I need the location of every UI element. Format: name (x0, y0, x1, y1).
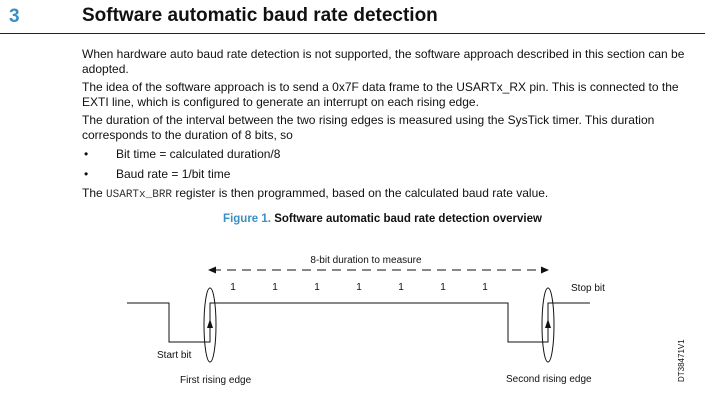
bullet-glyph: • (84, 166, 89, 181)
section-title: Software automatic baud rate detection (82, 5, 438, 26)
first-edge-marker (203, 287, 217, 363)
first-edge-label: First rising edge (180, 375, 252, 386)
bullet-text: Baud rate = 1/bit time (116, 166, 231, 181)
section-number: 3 (9, 6, 20, 27)
bit-value: 1 (482, 282, 488, 293)
bit-value: 1 (440, 282, 446, 293)
first-edge-up-arrow (207, 319, 213, 328)
second-edge-up-arrow (545, 319, 551, 328)
bit-values: 1 1 1 1 1 1 1 (230, 282, 488, 293)
body-text: When hardware auto baud rate detection i… (82, 47, 694, 206)
measure-label: 8-bit duration to measure (310, 255, 422, 266)
signal-waveform (127, 302, 590, 343)
measure-arrow-right (541, 266, 549, 274)
heading-rule (0, 33, 705, 34)
figure-title: Software automatic baud rate detection o… (274, 213, 542, 225)
paragraph-idea: The idea of the software approach is to … (82, 79, 679, 110)
bit-value: 1 (314, 282, 320, 293)
bit-value: 1 (230, 282, 236, 293)
start-bit-label: Start bit (157, 350, 192, 361)
register-name: USARTx_BRR (106, 189, 173, 202)
second-edge-marker (541, 287, 555, 363)
bullet-glyph: • (84, 147, 89, 162)
second-edge-ellipse (541, 287, 555, 363)
first-edge-ellipse (203, 287, 217, 363)
baud-detection-diagram: 8-bit duration to measure 1 1 1 1 1 1 1 Start … (127, 255, 686, 386)
figure-id: DT38471V1 (677, 339, 686, 382)
paragraph-duration: The duration of the interval between the… (82, 112, 655, 143)
bullet-item: • Bit time = calculated duration/8 (82, 147, 694, 162)
brr-text-after: register is then programmed, based on th… (172, 186, 549, 201)
figure-label: Figure 1. (223, 213, 271, 225)
bit-value: 1 (398, 282, 404, 293)
brr-text-before: The (82, 186, 107, 201)
stop-bit-label: Stop bit (571, 283, 605, 294)
bit-value: 1 (272, 282, 278, 293)
second-edge-label: Second rising edge (506, 374, 592, 385)
section-heading: 3 Software automatic baud rate detection (0, 4, 705, 34)
figure-caption: Figure 1. Software automatic baud rate d… (0, 213, 705, 225)
paragraph-intro: When hardware auto baud rate detection i… (82, 47, 685, 77)
bullet-text: Bit time = calculated duration/8 (116, 147, 281, 162)
bit-value: 1 (356, 282, 362, 293)
measure-arrow-left (208, 266, 216, 274)
paragraph-brr: The USARTx_BRR register is then programm… (82, 186, 694, 203)
bullet-item: • Baud rate = 1/bit time (82, 167, 694, 182)
